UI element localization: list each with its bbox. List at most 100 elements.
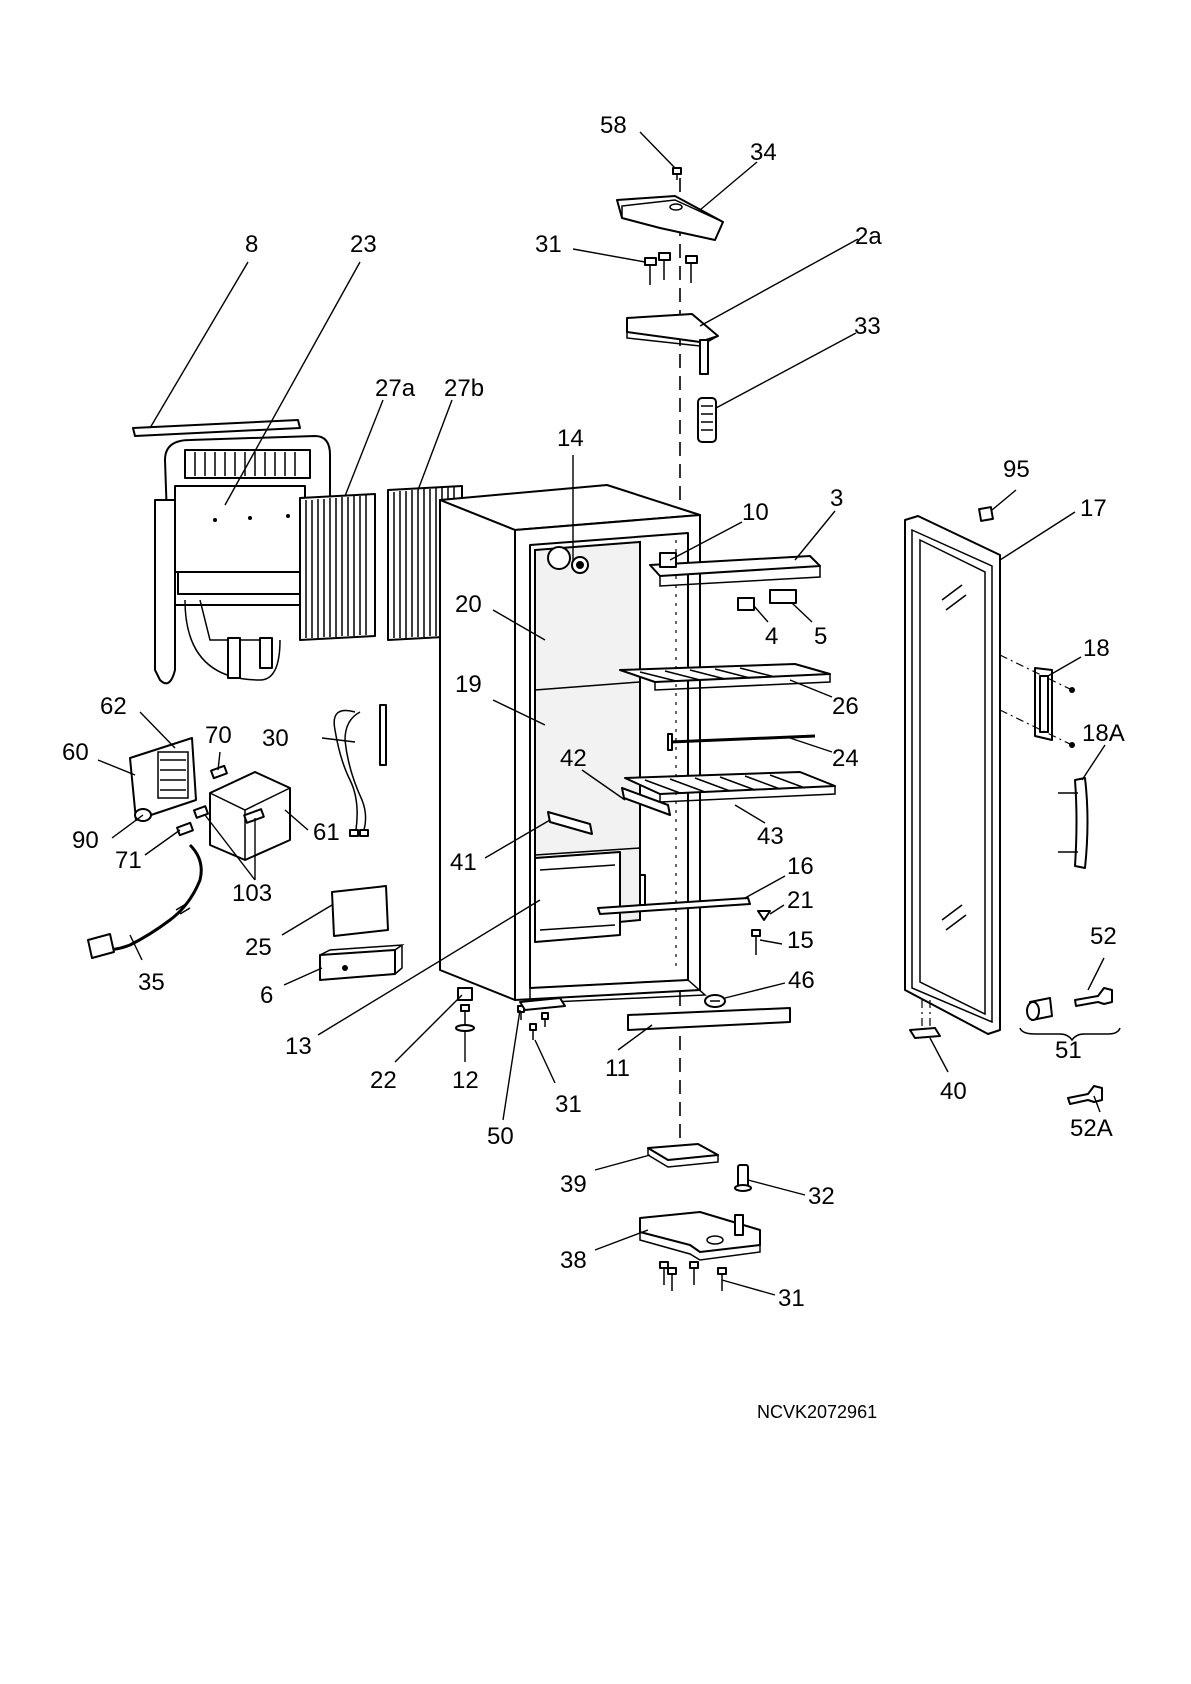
terminal-bracket-60 [129,737,197,821]
thermostat-knob [547,546,589,574]
callout-12: 12 [452,1067,479,1094]
cover-screw [672,167,682,180]
callout-30: 30 [262,725,289,752]
callout-20: 20 [455,591,482,618]
key-52A [1067,1085,1103,1105]
hinge-pin-32 [734,1164,752,1192]
callout-31-mid: 31 [555,1091,582,1118]
callout-11: 11 [605,1055,630,1082]
badge-95 [978,506,994,522]
power-cord-35 [87,843,203,959]
screws-103 [192,805,265,824]
insulation-pack-27a [299,493,376,641]
callout-6: 6 [260,982,273,1009]
callout-17: 17 [1080,495,1107,522]
callout-46: 46 [788,967,815,994]
callout-39: 39 [560,1171,587,1198]
wire-30 [333,704,387,837]
callout-24: 24 [832,745,859,772]
callout-62: 62 [100,693,127,720]
callout-labels: 58 34 31 2a 33 8 23 27a 27b 14 10 3 95 1… [62,112,1125,1312]
callout-18: 18 [1083,635,1110,662]
shelf-rod-24 [667,733,816,751]
callout-13: 13 [285,1033,312,1060]
label-25 [331,885,389,937]
top-hinge [626,313,719,375]
callout-50: 50 [487,1123,514,1150]
crisper-rail [597,874,751,915]
callout-3: 3 [830,485,843,512]
wire-shelf-43 [624,771,836,803]
door-handle-18A [1058,777,1089,869]
callout-71: 71 [115,847,142,874]
foot-12 [455,1004,475,1032]
screw-71 [176,821,194,837]
bottom-hinge-38 [639,1211,761,1261]
door [904,515,1001,1035]
cabinet [439,484,707,1004]
callout-95: 95 [1003,456,1030,483]
callout-43: 43 [757,823,784,850]
callout-42: 42 [560,745,587,772]
bracket-50 [519,997,566,1011]
callout-19: 19 [455,671,482,698]
screw-70 [210,764,228,780]
callout-35: 35 [138,969,165,996]
callout-5: 5 [814,623,827,650]
lock-51 [1019,997,1121,1042]
pin-15 [751,929,761,955]
key-52 [1074,987,1113,1007]
callout-31-top: 31 [535,231,562,258]
callout-4: 4 [765,623,778,650]
callout-31-bot: 31 [778,1285,805,1312]
callout-27a: 27a [375,375,416,402]
foot-22 [457,987,473,1001]
cooling-unit [154,435,331,685]
callout-51: 51 [1055,1037,1082,1064]
callout-61: 61 [313,819,340,846]
shelf-clip-5 [769,589,797,604]
callout-21: 21 [787,887,814,914]
callout-15: 15 [787,927,814,954]
callout-40: 40 [940,1078,967,1105]
screw-46 [704,994,726,1008]
door-hinge-40 [909,1000,941,1039]
callout-38: 38 [560,1247,587,1274]
callout-41: 41 [450,849,477,876]
callout-60: 60 [62,739,89,766]
callout-52: 52 [1090,923,1117,950]
callout-33: 33 [854,313,881,340]
callout-8: 8 [245,231,258,258]
shelf-support-41 [547,811,593,835]
hinge-bushing [697,397,717,443]
top-shelf-bracket [649,552,821,587]
callout-58: 58 [600,112,627,139]
drawing-code: NCVK2072961 [757,1402,877,1422]
shelf-support-42 [621,787,671,816]
hinge-plate-39 [647,1143,719,1168]
door-handle-18 [999,654,1075,748]
callout-14: 14 [557,425,584,452]
shelf-clip-4 [737,597,755,611]
callout-90: 90 [72,827,99,854]
callout-25: 25 [245,934,272,961]
callout-16: 16 [787,853,814,880]
callout-22: 22 [370,1067,397,1094]
callout-32: 32 [808,1183,835,1210]
box-6 [319,944,405,981]
screws-31-bot [659,1261,727,1291]
callout-23: 23 [350,231,377,258]
callout-34: 34 [750,139,777,166]
callout-103: 103 [232,880,272,907]
kick-plate-11 [627,1007,791,1031]
plug-21 [757,910,771,921]
leader-lines [97,131,1106,1296]
callout-70: 70 [205,722,232,749]
screws-31-mid [517,1005,549,1040]
callout-2a: 2a [855,223,882,250]
top-trim-strip [132,419,301,437]
callout-52A: 52A [1070,1115,1113,1142]
top-hinge-cover [616,195,724,241]
callout-27b: 27b [444,375,484,402]
